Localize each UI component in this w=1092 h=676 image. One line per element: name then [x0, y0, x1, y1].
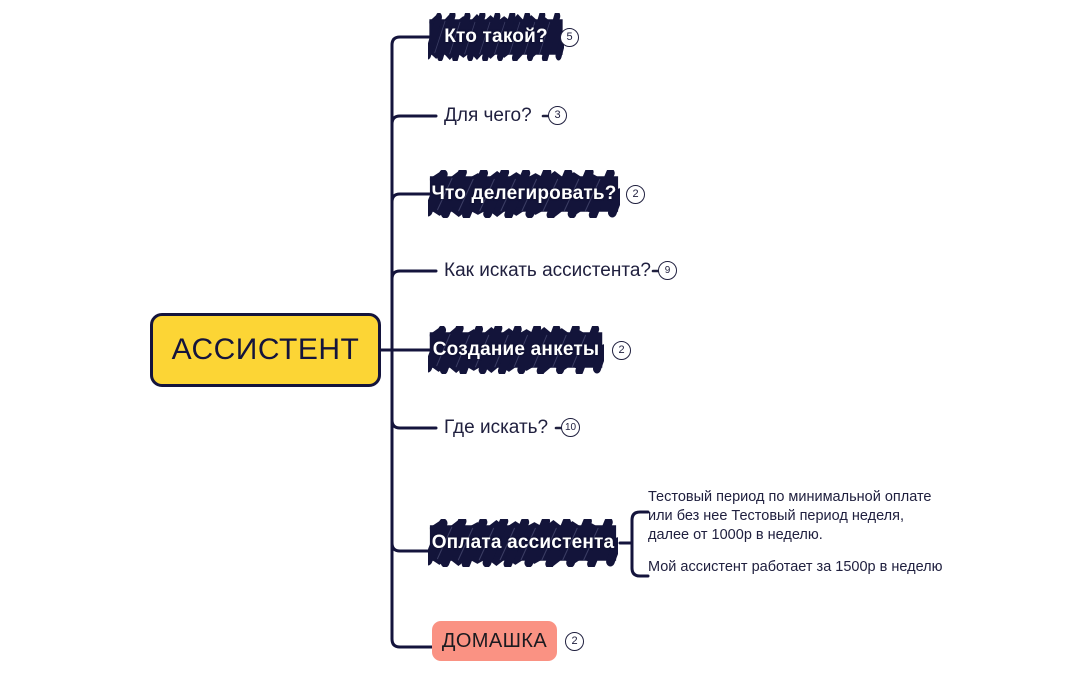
branch-node-domashka[interactable]: ДОМАШКА: [432, 621, 557, 661]
branch-node-label: Где искать?: [444, 417, 549, 438]
branch-badge-gde-iskat[interactable]: 10: [561, 418, 580, 437]
branch-badge-kto-takoy[interactable]: 5: [560, 28, 579, 47]
branch-node-label: Кто такой?: [444, 26, 548, 47]
branch-node-label: Как искать ассистента?: [444, 260, 651, 281]
root-node-label: АССИСТЕНТ: [171, 333, 360, 366]
badge-count: 3: [554, 109, 561, 121]
subitem-test-period: Тестовый период по минимальной оплате ил…: [648, 489, 932, 543]
branch-node-sozdanie-ankety[interactable]: Создание анкеты: [428, 326, 604, 374]
badge-count: 10: [564, 421, 577, 433]
root-node-assistant[interactable]: АССИСТЕНТ: [150, 313, 381, 387]
branch-node-gde-iskat[interactable]: Где искать?: [444, 417, 548, 439]
branch-node-kak-iskat-assistenta[interactable]: Как искать ассистента?: [444, 260, 651, 282]
branch-node-kto-takoy[interactable]: Кто такой?: [428, 13, 564, 61]
branch-badge-sozdanie-ankety[interactable]: 2: [612, 341, 631, 360]
branch-node-label: ДОМАШКА: [441, 629, 548, 652]
branch-node-label: Для чего?: [444, 105, 532, 126]
branch-node-dlya-chego[interactable]: Для чего?: [444, 105, 532, 127]
branch-node-chto-delegirovat[interactable]: Что делегировать?: [428, 170, 620, 218]
subitem-my-assistant-rate: Мой ассистент работает за 1500р в неделю: [648, 559, 943, 575]
branch-node-oplata-assistenta[interactable]: Оплата ассистента: [428, 519, 618, 567]
badge-count: 2: [571, 635, 578, 647]
branch-node-label: Оплата ассистента: [431, 532, 615, 553]
badge-count: 5: [566, 31, 573, 43]
branch-badge-domashka[interactable]: 2: [565, 632, 584, 651]
branch-badge-dlya-chego[interactable]: 3: [548, 106, 567, 125]
badge-count: 2: [618, 344, 625, 356]
badge-count: 2: [632, 188, 639, 200]
branch-badge-kak-iskat-assistenta[interactable]: 9: [658, 261, 677, 280]
branch-node-label: Создание анкеты: [432, 339, 600, 360]
badge-count: 9: [664, 264, 671, 276]
branch-node-label: Что делегировать?: [431, 183, 617, 204]
branch-badge-chto-delegirovat[interactable]: 2: [626, 185, 645, 204]
